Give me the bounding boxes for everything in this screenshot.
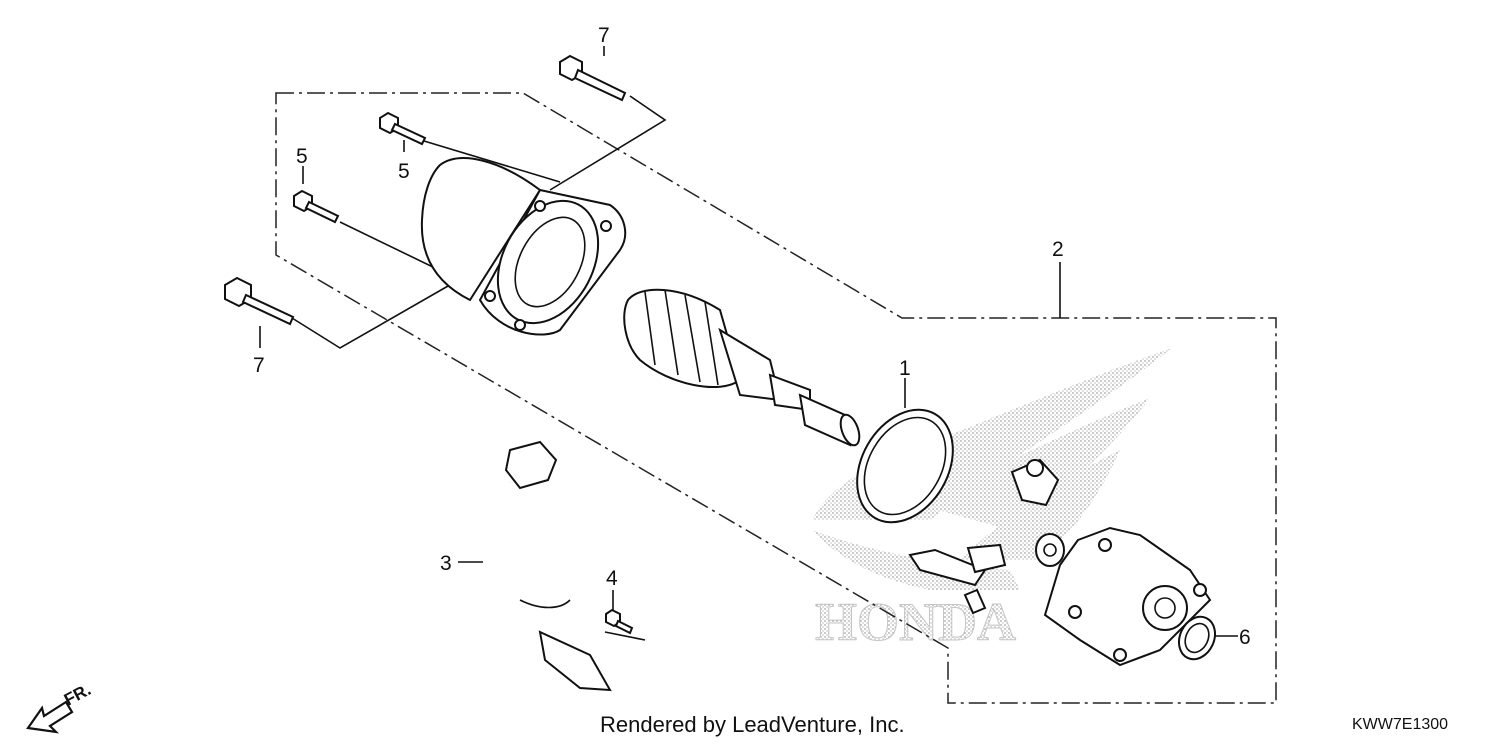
callout-5-upper: 5 — [398, 160, 410, 183]
callout-7-left: 7 — [253, 354, 265, 377]
flange-bolt-7-left — [224, 276, 295, 326]
svg-text:HONDA: HONDA — [815, 592, 1016, 652]
front-direction-arrow: FR. — [26, 680, 94, 734]
callout-1: 1 — [899, 357, 911, 380]
assembly-outline — [275, 92, 1277, 704]
callout-2: 2 — [1052, 238, 1064, 261]
cable-terminal-bolt-4 — [605, 608, 634, 635]
starter-motor-case — [420, 157, 627, 336]
callout-5-lower: 5 — [296, 145, 308, 168]
flange-bolt-7-top — [559, 54, 627, 102]
callout-numbers: 1 2 3 4 5 5 6 7 7 — [253, 24, 1251, 649]
callout-3: 3 — [440, 552, 452, 575]
callout-6: 6 — [1239, 626, 1251, 649]
render-credit: Rendered by LeadVenture, Inc. — [600, 712, 905, 737]
honda-wordmark-watermark: HONDA — [815, 592, 1017, 653]
flange-bolt-5-upper — [379, 111, 427, 146]
brush-holder-set — [908, 458, 1065, 615]
starter-end-cover — [1043, 526, 1212, 667]
leader-lines — [259, 46, 1238, 641]
o-ring-6 — [1178, 615, 1216, 661]
callout-7-top: 7 — [598, 24, 610, 47]
starter-motor-cable — [488, 440, 612, 692]
callout-4: 4 — [606, 567, 618, 590]
armature — [623, 288, 861, 447]
flange-bolt-5-lower — [293, 189, 340, 224]
diagram-code: KWW7E1300 — [1352, 716, 1449, 733]
o-ring-1 — [856, 408, 954, 524]
